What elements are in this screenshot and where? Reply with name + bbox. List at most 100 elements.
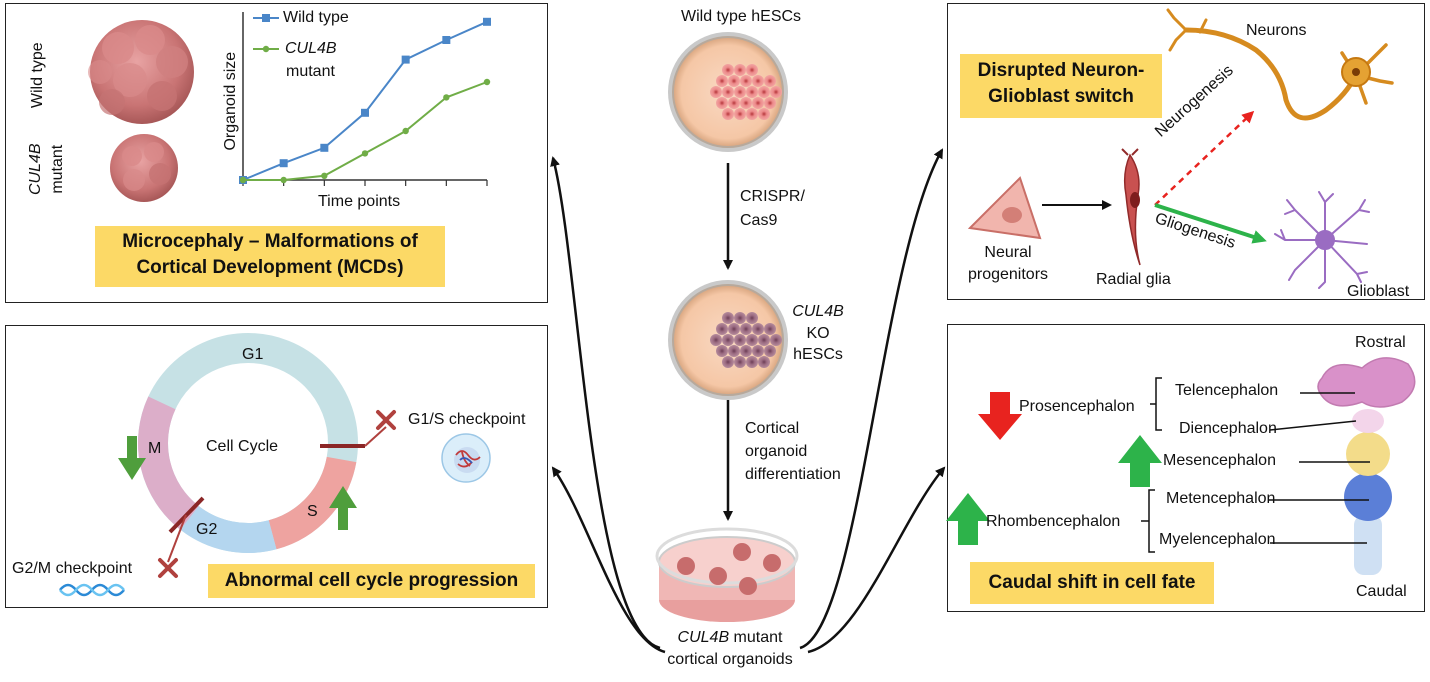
colony-cell xyxy=(734,334,746,346)
ko-label-line3: hESCs xyxy=(793,346,843,363)
colony-cell xyxy=(722,312,734,324)
metencephalon-label: Metencephalon xyxy=(1166,490,1276,507)
colony-cell xyxy=(710,334,722,346)
colony-cell xyxy=(734,86,746,98)
radial-glia-label: Radial glia xyxy=(1096,271,1171,288)
mesencephalon-up-arrow xyxy=(1118,435,1162,487)
series-1-point xyxy=(402,127,409,135)
neural-progenitor-image xyxy=(967,176,1042,240)
colony-cell xyxy=(734,312,746,324)
colony-cell xyxy=(752,97,764,109)
colony-cell xyxy=(752,323,764,335)
colony-cell xyxy=(740,323,752,335)
colony-cell xyxy=(710,86,722,98)
colony-cell xyxy=(722,356,734,368)
neurogenesis-arrow xyxy=(1154,110,1255,206)
microcephaly-title-line1: Microcephaly – Malformations of xyxy=(122,231,418,252)
neuron-switch-title-line1: Disrupted Neuron- xyxy=(977,60,1145,81)
curved-arrow-to-neuron-switch xyxy=(799,148,944,650)
series-1-point xyxy=(483,78,491,86)
phase-m-arc xyxy=(138,396,200,530)
g1s-x-mark xyxy=(376,410,396,430)
colony-cell xyxy=(728,97,740,109)
colony-cell xyxy=(716,75,728,87)
colony-cell xyxy=(746,86,758,98)
colony-cell xyxy=(746,108,758,120)
diencephalon-label: Diencephalon xyxy=(1179,420,1277,437)
mutant-side-label-word: mutant xyxy=(48,144,66,194)
phase-m-label: M xyxy=(148,440,162,457)
colony-cell xyxy=(758,334,770,346)
colony-cell xyxy=(734,108,746,120)
chart-y-axis-label: Organoid size xyxy=(221,51,239,151)
series-1-point xyxy=(280,176,287,184)
phase-s-label: S xyxy=(307,503,318,520)
phase-g1-label: G1 xyxy=(242,346,264,363)
colony-cell xyxy=(734,64,746,76)
neurons-label: Neurons xyxy=(1246,22,1307,39)
legend-wt-label: Wild type xyxy=(283,9,349,26)
g1s-checkpoint-label: G1/S checkpoint xyxy=(408,411,526,428)
legend-mut-label-word: mutant xyxy=(286,63,335,80)
g2m-x-mark xyxy=(158,558,178,578)
mutant-organoids-label-line2: cortical organoids xyxy=(667,651,793,668)
radial-glia-image xyxy=(1121,148,1141,266)
legend-mut-marker xyxy=(262,45,270,53)
crispr-label-line1: CRISPR/ xyxy=(740,188,805,205)
nucleus-icon xyxy=(441,433,491,483)
colony-cell xyxy=(722,108,734,120)
colony-cell xyxy=(728,345,740,357)
g1s-connector xyxy=(364,426,387,447)
colony-cell xyxy=(758,86,770,98)
wt-hescs-label: Wild type hESCs xyxy=(681,8,802,25)
ko-label-line2: KO xyxy=(806,325,830,342)
neural-progenitors-label-line2: progenitors xyxy=(967,266,1049,283)
ko-label-line1: CUL4B xyxy=(792,303,844,320)
differentiation-label-line3: differentiation xyxy=(745,466,841,483)
phase-g2-arc xyxy=(180,505,277,553)
prosencephalon-label: Prosencephalon xyxy=(1019,398,1135,415)
brain-region-pointer-lines xyxy=(1269,392,1370,544)
wt-organoid-image xyxy=(88,20,194,124)
myelencephalon-label: Myelencephalon xyxy=(1159,531,1276,548)
glioblast-label: Glioblast xyxy=(1347,283,1410,300)
series-1-point xyxy=(239,176,247,184)
gliogenesis-arrow xyxy=(1154,203,1267,244)
colony-cell xyxy=(770,86,782,98)
caudal-title: Caudal shift in cell fate xyxy=(970,562,1214,604)
colony-cell xyxy=(740,75,752,87)
mutant-organoids-gene: CUL4B xyxy=(677,629,730,646)
telencephalon-label: Telencephalon xyxy=(1175,382,1279,399)
colony-cell xyxy=(746,312,758,324)
s-phase-up-arrow xyxy=(329,486,357,530)
neuron-switch-title-line2: Glioblast switch xyxy=(988,85,1134,107)
g2m-checkpoint-label: G2/M checkpoint xyxy=(12,560,133,577)
organoid-petri-dish xyxy=(655,527,799,622)
colony-cell xyxy=(746,64,758,76)
rostral-label: Rostral xyxy=(1355,334,1406,351)
legend-mut-label-gene: CUL4B xyxy=(285,40,337,57)
neuron-switch-title: Disrupted Neuron- Glioblast switch xyxy=(960,54,1162,118)
colony-cell xyxy=(722,64,734,76)
mutant-organoids-word: mutant xyxy=(729,629,783,646)
colony-cell xyxy=(716,345,728,357)
series-1-point xyxy=(443,94,450,101)
ko-hescs-dish xyxy=(668,280,788,400)
m-phase-down-arrow xyxy=(118,436,146,480)
wt-side-label: Wild type xyxy=(28,42,46,109)
phase-s-arc xyxy=(268,456,357,550)
legend-wt-marker xyxy=(262,14,270,22)
mutant-organoid-image xyxy=(110,134,178,202)
series-1-point xyxy=(361,150,369,157)
colony-cell xyxy=(770,334,782,346)
colony-cell xyxy=(722,334,734,346)
curved-arrow-to-caudal xyxy=(807,466,946,654)
colony-cell xyxy=(728,323,740,335)
mutant-side-label-gene: CUL4B xyxy=(26,143,44,195)
neural-tube-image xyxy=(1317,357,1416,575)
rhombencephalon-label: Rhombencephalon xyxy=(986,513,1121,530)
series-0-point xyxy=(483,17,491,26)
series-0-point xyxy=(320,143,329,152)
